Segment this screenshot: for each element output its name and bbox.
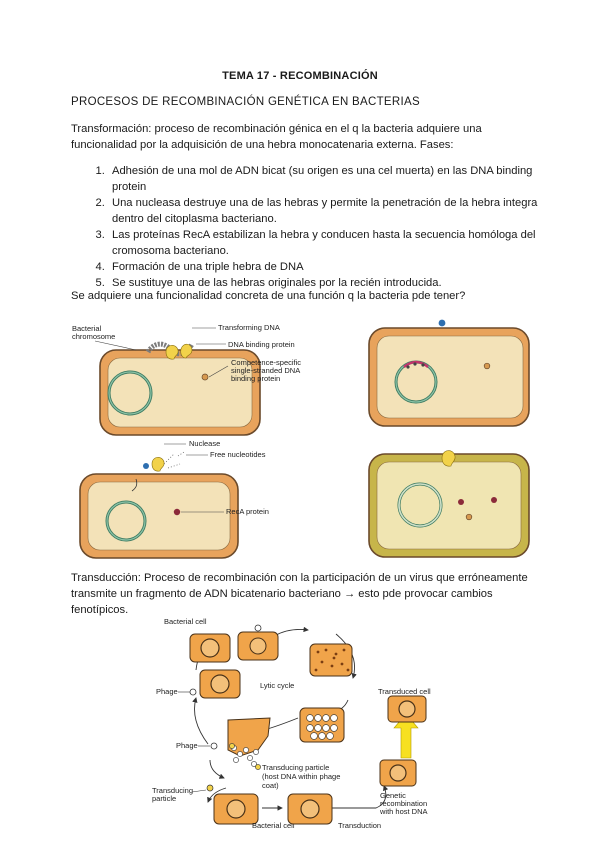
cell-replication [309,643,353,677]
label-free-nucleotides: Free nucleotides [210,450,266,459]
cell-lysis: Phage Transducing particle (host DNA wit… [176,717,340,790]
transformation-figure: Bacterial chromosome Transforming DNA DN… [72,319,530,559]
label-binding-protein: binding protein [231,374,280,383]
list-item: Adhesión de una mol de ADN bicat (su ori… [108,163,568,195]
label-genetic: Genetic [380,791,406,800]
bacterial-cell-top: Bacterial cell [164,617,231,663]
phage-infection-cell: Phage [156,669,241,699]
label-phage-1: Phage [156,687,178,696]
label-bacterial-cell-bottom: Bacterial cell [252,821,295,830]
label-transducing: Transducing [152,786,193,795]
label-host-dna: (host DNA within phage [262,772,340,781]
label-bacterial-cell-top: Bacterial cell [164,617,207,626]
transduction-figure: Bacterial cell Phage Lytic cycle [152,617,431,830]
cell-panel-2 [368,319,530,427]
label-nuclease: Nuclease [189,439,220,448]
transduced-cell: Transduced cell [378,687,431,723]
cell-panel-3: Nuclease Free nucleotides RecA protein [79,439,269,559]
label-dna-binding-protein: DNA binding protein [228,340,295,349]
label-recombination: recombination [380,799,427,808]
label-bacterial: Bacterial [72,324,102,333]
transducing-cell-left: Transducing particle [152,784,259,825]
list-item: Formación de una triple hebra de DNA [108,259,568,275]
label-host-dna-coat: coat) [262,781,279,790]
label-particle: particle [152,794,176,803]
label-transduced-cell: Transduced cell [378,687,431,696]
label-reca-protein: RecA protein [226,507,269,516]
list-item: Una nucleasa destruye una de las hebras … [108,195,568,227]
bacterial-cell-bottom [287,793,333,825]
transformation-intro: Transformación: proceso de recombinación… [71,123,482,151]
label-transforming-dna: Transforming DNA [218,323,280,332]
label-chromosome: chromosome [72,332,115,341]
label-competence: Competence-specific [231,358,301,367]
label-phage-2: Phage [176,741,198,750]
cell-panel-1: Bacterial chromosome Transforming DNA DN… [72,323,301,436]
label-single-stranded: single-stranded DNA [231,366,300,375]
cell-assembly [299,707,345,743]
phases-list: Adhesión de una mol de ADN bicat (su ori… [71,163,568,291]
recombination-cell: Genetic recombination with host DNA [379,759,428,816]
section-heading: PROCESOS DE RECOMBINACIÓN GENÉTICA EN BA… [71,96,420,108]
cell-degraded [237,624,279,661]
list-item: Se sustituye una de las hebras originale… [108,275,568,291]
label-lytic-cycle: Lytic cycle [260,681,294,690]
document-title: TEMA 17 - RECOMBINACIÓN [222,70,378,82]
label-transducing-particle: Transducing particle [262,763,329,772]
question-text: Se adquiere una funcionalidad concreta d… [71,290,466,302]
transduction-intro: Transducción: Proceso de recombinación c… [71,572,528,616]
label-transduction: Transduction [338,821,381,830]
label-with-host-dna: with host DNA [379,807,428,816]
list-item: Las proteínas RecA estabilizan la hebra … [108,227,568,259]
cell-panel-4 [368,450,530,558]
